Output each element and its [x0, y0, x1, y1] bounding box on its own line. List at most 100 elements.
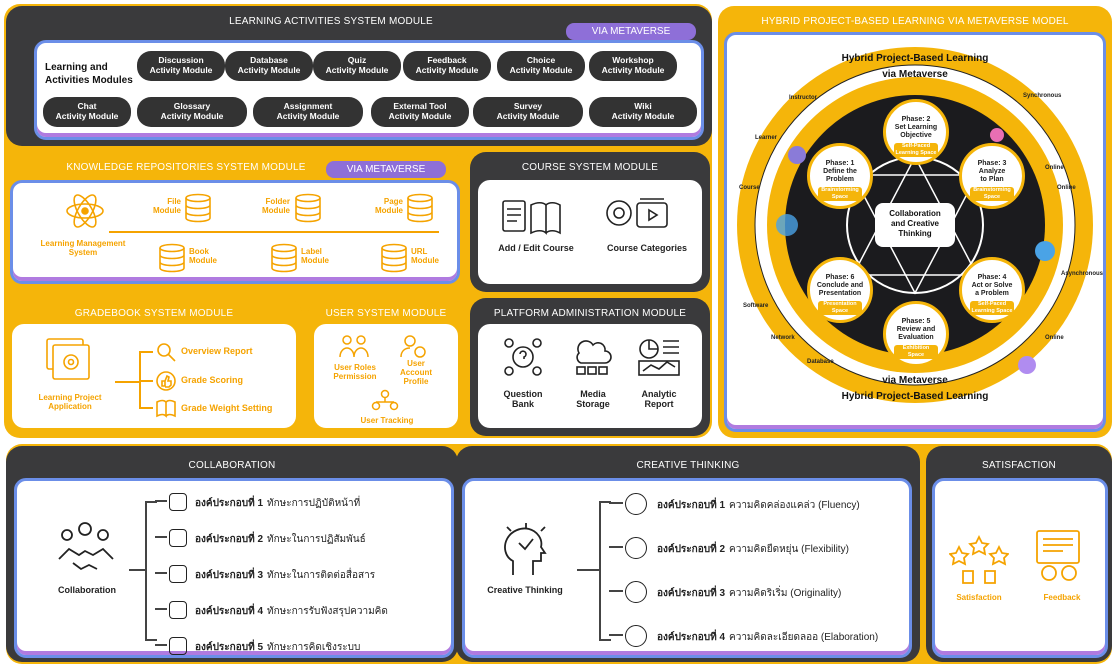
analytic-report-label: Analytic Report — [629, 389, 689, 409]
analytic-report-icon — [638, 339, 680, 376]
collab-branch — [155, 644, 167, 646]
account-line2: Account — [400, 368, 432, 377]
account-line3: Profile — [403, 377, 429, 386]
phase-space-tag: Brainstorming Space — [818, 187, 862, 201]
phase-l1: Phase: 3 — [977, 160, 1007, 167]
add-edit-course-label: Add / Edit Course — [498, 243, 574, 253]
phase-l3: Evaluation — [898, 334, 934, 341]
qbank-line1: Question — [503, 389, 543, 399]
learning-title-line2: Activities Modules — [45, 75, 133, 86]
grade-scoring-label: Grade Scoring — [181, 375, 244, 385]
ring-label: Software — [743, 303, 769, 309]
url-label: URL — [411, 247, 428, 256]
activity-module-sub: Activity Module — [160, 111, 224, 121]
user-tracking-icon — [371, 389, 399, 411]
creative-item-text: ความคิดละเอียดลออ (Elaboration) — [729, 632, 879, 643]
phase-l2: Set Learning — [894, 124, 938, 131]
creative-branch — [609, 502, 623, 504]
lms-label-line2: System — [68, 248, 98, 257]
creative-item-text: ความคิดคล่องแคล่ว (Fluency) — [729, 500, 860, 511]
file-module-word: Module — [153, 206, 181, 215]
user-roles-label: User Roles Permission — [325, 363, 385, 381]
learning-title: Learning and Activities Modules — [45, 61, 133, 87]
arc-bottom-label: Hybrid Project-Based Learning — [841, 391, 989, 402]
course-categories-label: Course Categories — [606, 243, 688, 253]
activity-module-name: Wiki — [634, 101, 652, 111]
phase-l1: Phase: 1 — [825, 160, 855, 167]
phase-l3: Problem — [825, 176, 854, 183]
phase-l3: to Plan — [980, 176, 1004, 183]
creative-item-2-icon — [625, 537, 647, 559]
satisfaction-stars-icon — [949, 534, 1009, 584]
creative-branch — [609, 590, 623, 592]
ring-label: Network — [771, 335, 795, 341]
phase-l2: Act or Solve — [971, 282, 1013, 289]
user-account-label: User Account Profile — [391, 359, 441, 386]
feedback-form-icon — [1036, 530, 1080, 581]
user-tracking-label: User Tracking — [360, 416, 414, 425]
creative-thinking-label: Creative Thinking — [487, 585, 563, 595]
media-line2: Storage — [576, 399, 610, 409]
activity-module-sub: Activity Module — [496, 111, 560, 121]
creative-thinking-panel: CREATIVE THINKING Creative Thinking องค์… — [456, 446, 920, 662]
knowledge-header: KNOWLEDGE REPOSITORIES SYSTEM MODULE — [66, 162, 306, 173]
collab-item-4-icon — [169, 601, 187, 619]
phase-l1: Phase: 6 — [825, 274, 855, 281]
creative-item-text: ความคิดริเริ่ม (Originality) — [729, 588, 842, 599]
user-system-module: USER SYSTEM MODULE User Roles Permission… — [308, 298, 464, 436]
gradebook-inner-panel: Learning Project Application Overview Re… — [12, 324, 296, 428]
creative-item-lead: องค์ประกอบที่ 2 — [657, 544, 726, 555]
phase-space-tag: Presentation Space — [818, 301, 862, 315]
collab-branch — [155, 536, 167, 538]
grade-branch-1 — [139, 351, 153, 353]
file-label: File — [167, 197, 181, 206]
activity-module-name: External Tool — [393, 101, 447, 111]
weight-book-icon — [156, 399, 176, 418]
activity-module-name: Database — [250, 55, 288, 65]
label-database-icon — [271, 243, 297, 273]
hybrid-inner-panel: Hybrid Project-Based Learning via Metave… — [724, 32, 1106, 432]
ring-label: Asynchronous — [1061, 271, 1104, 277]
activity-module-name: Workshop — [612, 55, 654, 65]
phase-l1: Phase: 5 — [901, 318, 931, 325]
collab-branch — [155, 500, 167, 502]
collab-item-lead: องค์ประกอบที่ 4 — [195, 606, 264, 617]
folder-module-word: Module — [262, 206, 290, 215]
page-module-word: Module — [375, 206, 403, 215]
page-label: Page — [383, 197, 403, 206]
collab-item-text: ทักษะการรับฟังสรุปความคิด — [267, 606, 388, 617]
ring-label: Synchronous — [1023, 93, 1062, 99]
handshake-team-icon — [58, 522, 114, 571]
learning-title-line1: Learning and — [45, 62, 108, 73]
ring-label: Learner — [755, 135, 778, 141]
activity-module-sub: Activity Module — [509, 65, 573, 75]
activity-module-name: Discussion — [158, 55, 204, 65]
satisfaction-panel: SATISFACTION Satisfaction Feedback — [926, 446, 1112, 662]
arc-top-label: Hybrid Project-Based Learning — [841, 53, 989, 64]
app-label-line1: Learning Project — [38, 393, 102, 402]
hybrid-model-panel: HYBRID PROJECT-BASED LEARNING VIA METAVE… — [718, 6, 1112, 438]
satisfaction-inner-panel: Satisfaction Feedback — [932, 478, 1108, 658]
course-system-module: COURSE SYSTEM MODULE Add / Edit Course C… — [470, 152, 710, 292]
roles-line1: User Roles — [334, 363, 376, 372]
